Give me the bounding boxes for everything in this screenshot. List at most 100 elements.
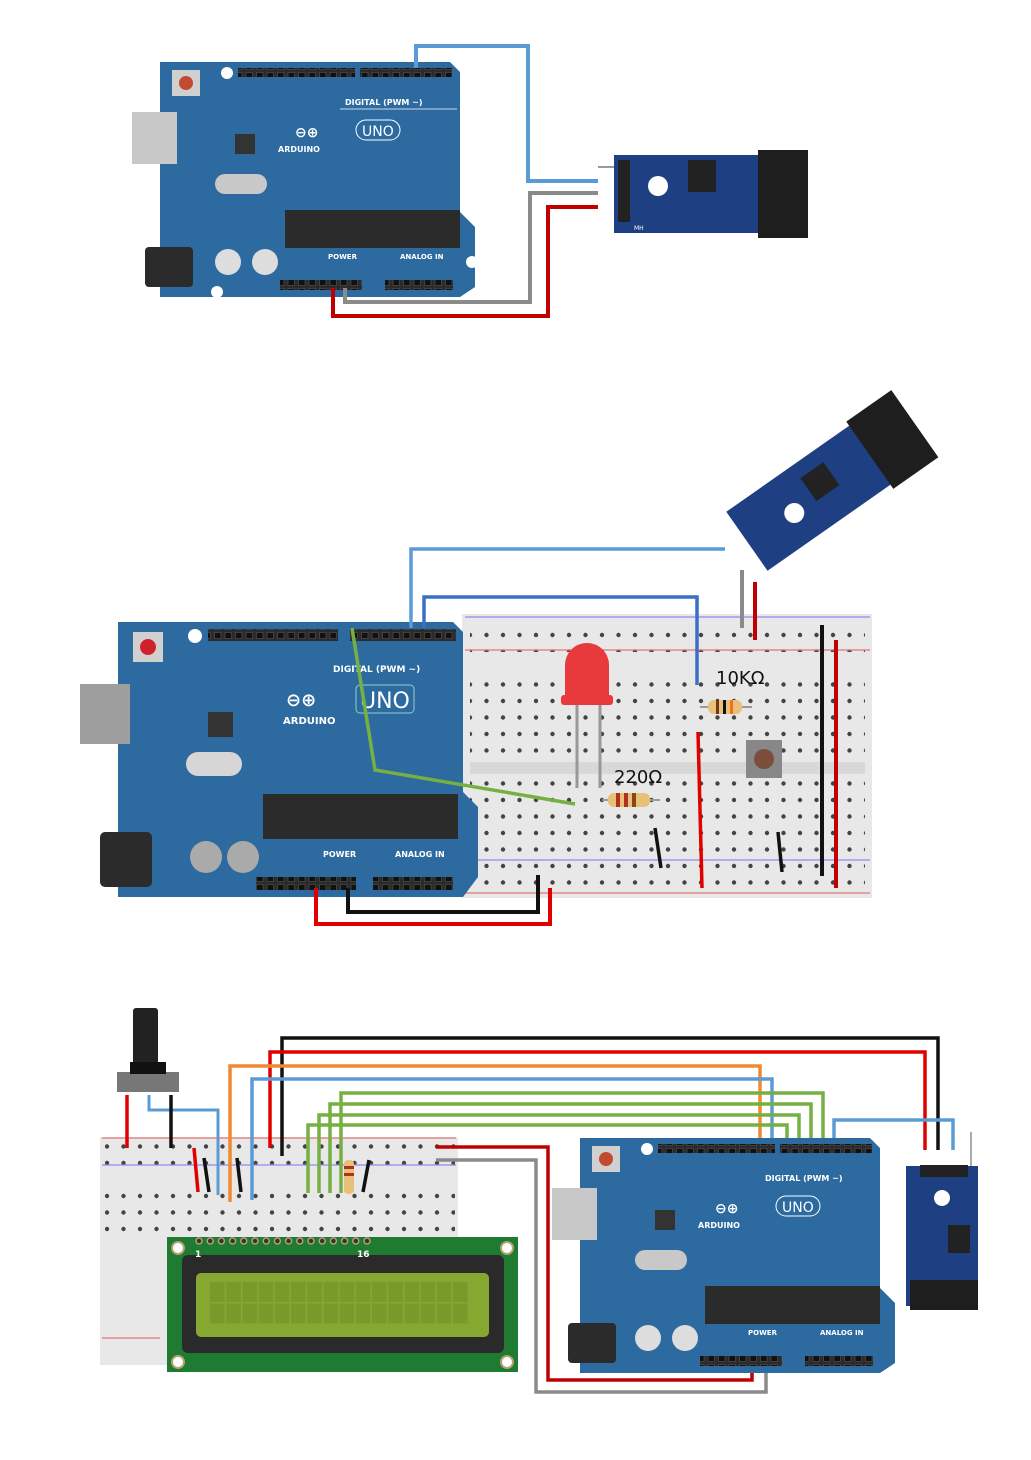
lcd-character-cell	[355, 1282, 371, 1302]
lcd-character-cell	[420, 1303, 436, 1324]
digital-header-high	[658, 1144, 775, 1153]
crystal	[215, 174, 267, 194]
digital-header-high	[208, 629, 338, 641]
lcd-pin	[240, 1237, 248, 1245]
digital-label: DIGITAL (PWM ~)	[333, 665, 420, 675]
digital-header-low	[350, 629, 456, 641]
wire-red-top	[268, 1050, 927, 1150]
lcd-pin-1-label: 1	[195, 1250, 201, 1260]
wire-blue-d3-sensor	[832, 1118, 955, 1150]
resistor-220	[602, 793, 660, 807]
lcd-character-cell	[258, 1303, 274, 1324]
lcd-character-cell	[323, 1303, 339, 1324]
digital-header-high	[238, 68, 355, 77]
wire-dark-blue-d2-to-button	[422, 595, 699, 685]
usb-port	[132, 112, 177, 164]
lcd-character-cell	[404, 1303, 420, 1324]
analog-label: ANALOG IN	[820, 1329, 864, 1337]
digital-label: DIGITAL (PWM ~)	[765, 1174, 843, 1183]
lcd-character-cell	[242, 1303, 258, 1324]
potentiometer-knob	[133, 1008, 158, 1066]
lcd-pin	[217, 1237, 226, 1245]
wire-red-button-5v	[696, 731, 704, 889]
analog-label: ANALOG IN	[395, 850, 445, 859]
resistor-10k-label: 10KΩ	[716, 668, 765, 689]
digital-label: DIGITAL (PWM ~)	[345, 98, 423, 107]
lcd-pin	[284, 1237, 293, 1245]
wire-green-d6	[328, 1102, 813, 1193]
resistor-10k	[700, 700, 752, 714]
lcd-character-cell	[388, 1303, 403, 1324]
arduino-uno-board: DIGITAL (PWM ~) ⊖⊕ ARDUINO UNO POWER ANA…	[80, 622, 478, 897]
lcd-character-grid	[210, 1282, 468, 1324]
lcd-character-cell	[388, 1282, 403, 1302]
lcd-pin	[262, 1237, 270, 1245]
power-header	[256, 877, 356, 890]
power-jack	[568, 1323, 616, 1363]
wire-blue-pot-wiper	[147, 1095, 220, 1195]
lcd-character-cell	[453, 1303, 468, 1324]
arduino-brand: ARDUINO	[698, 1221, 740, 1230]
sensor-chip	[800, 462, 840, 502]
sensor-pin-header	[920, 1165, 968, 1177]
sensor-pin-header	[618, 160, 630, 222]
lcd-character-cell	[210, 1303, 225, 1324]
digital-header-low	[780, 1144, 872, 1153]
digital-header-low	[360, 68, 452, 77]
wire-blue-d3-to-d0	[414, 44, 598, 183]
analog-label: ANALOG IN	[400, 253, 444, 261]
arduino-logo: ⊖⊕	[286, 690, 316, 711]
analog-header	[805, 1356, 873, 1366]
wire-gray-gnd	[343, 191, 598, 304]
lcd-pin	[329, 1237, 338, 1245]
crystal	[635, 1250, 687, 1270]
sensor-chip	[688, 160, 716, 192]
sensor-slot	[846, 390, 939, 489]
uno-model: UNO	[360, 689, 410, 714]
wire-green-d7-to-led	[350, 627, 576, 806]
lcd-character-cell	[339, 1303, 355, 1324]
lcd-pin	[307, 1237, 315, 1245]
lcd-character-cell	[210, 1282, 225, 1302]
wire-blue-d3-to-sensor	[409, 547, 725, 628]
wire-black-jumper	[361, 1159, 371, 1193]
wire-black-led-gnd	[653, 827, 663, 869]
lcd-character-cell	[372, 1303, 387, 1324]
wire-black-gnd	[346, 875, 540, 914]
lcd-pin-16-label: 16	[357, 1250, 370, 1260]
power-header	[280, 280, 362, 290]
power-jack	[145, 247, 193, 287]
arduino-uno-board: DIGITAL (PWM ~) ⊖⊕ ARDUINO UNO POWER ANA…	[132, 62, 478, 298]
diagram-3: 1 16 DIGITAL (PWM ~) ⊖⊕ ARDUINO UNO POWE…	[100, 1008, 978, 1394]
speed-sensor-module	[726, 390, 939, 571]
usb-port	[552, 1188, 597, 1240]
lcd-character-cell	[291, 1303, 306, 1324]
wire-red-jumper	[192, 1147, 200, 1193]
lcd-character-cell	[339, 1282, 355, 1302]
uno-model: UNO	[362, 124, 394, 140]
lcd-pin	[318, 1237, 326, 1245]
sensor-chip	[948, 1225, 970, 1253]
analog-header	[373, 877, 453, 890]
lcd-character-cell	[291, 1282, 306, 1302]
speed-sensor-module	[906, 1132, 978, 1310]
crystal	[186, 752, 242, 776]
wire-gray-gnd	[436, 1158, 768, 1394]
lcd-character-cell	[323, 1282, 339, 1302]
sensor-slot	[758, 150, 808, 238]
lcd-pin	[228, 1237, 237, 1245]
lcd-character-cell	[274, 1303, 290, 1324]
wire-green-d5	[317, 1113, 801, 1193]
lcd-character-cell	[226, 1303, 241, 1324]
lcd-pin	[251, 1237, 259, 1245]
speed-sensor-module: MH	[598, 150, 808, 238]
lcd-pin	[206, 1237, 214, 1245]
lcd-16x2: 1 16	[167, 1237, 518, 1372]
lcd-pin	[363, 1237, 371, 1245]
lcd-character-cell	[404, 1282, 420, 1302]
lcd-pin	[195, 1237, 203, 1245]
power-label: POWER	[748, 1329, 778, 1337]
arduino-logo: ⊖⊕	[715, 1201, 738, 1217]
usb-port	[80, 684, 130, 744]
diagram-2: DIGITAL (PWM ~) ⊖⊕ ARDUINO UNO POWER ANA…	[80, 390, 939, 926]
